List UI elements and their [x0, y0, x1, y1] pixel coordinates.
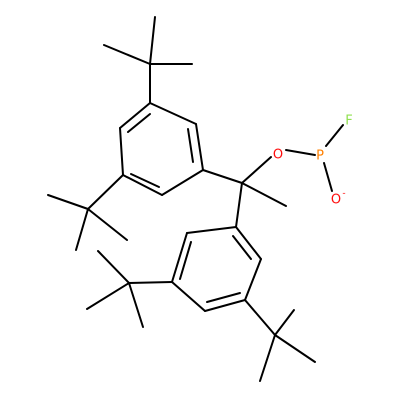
bond [130, 173, 160, 188]
bond [161, 169, 204, 196]
bond [195, 123, 204, 171]
bond [202, 169, 243, 184]
bond [128, 281, 173, 284]
bond [235, 182, 243, 228]
bond [232, 235, 252, 260]
bond [323, 162, 333, 192]
bond [149, 102, 197, 125]
atom-labels: O P F O - [273, 114, 353, 208]
bond [87, 174, 124, 210]
negative-charge-label: - [342, 189, 345, 199]
bond [122, 174, 163, 196]
bond [241, 182, 287, 207]
bond [244, 258, 262, 301]
bond [47, 194, 89, 210]
bond-skeleton [47, 16, 344, 382]
bond [204, 299, 246, 312]
bond [206, 292, 241, 303]
bond [274, 334, 316, 363]
bond [259, 334, 276, 382]
bond [187, 128, 194, 163]
bond [235, 226, 262, 260]
fluorine-label: F [345, 114, 352, 129]
bond [274, 309, 295, 336]
bond [103, 44, 151, 65]
bond [119, 127, 124, 176]
bond [179, 241, 192, 280]
bond [87, 208, 128, 241]
bond [244, 299, 276, 336]
bond [128, 282, 144, 328]
oxide-oxygen-label: O [331, 193, 341, 208]
oxygen-label: O [273, 148, 283, 163]
bond [241, 156, 272, 184]
bond [325, 124, 344, 147]
bond [285, 149, 316, 156]
phosphorus-label: P [316, 149, 324, 164]
bond [171, 232, 188, 283]
bond [75, 208, 89, 251]
bond [186, 226, 237, 234]
bond [127, 113, 151, 133]
bond [171, 281, 206, 312]
bond [97, 250, 130, 284]
bond [119, 102, 151, 129]
bond [149, 16, 156, 65]
bond [86, 282, 130, 310]
